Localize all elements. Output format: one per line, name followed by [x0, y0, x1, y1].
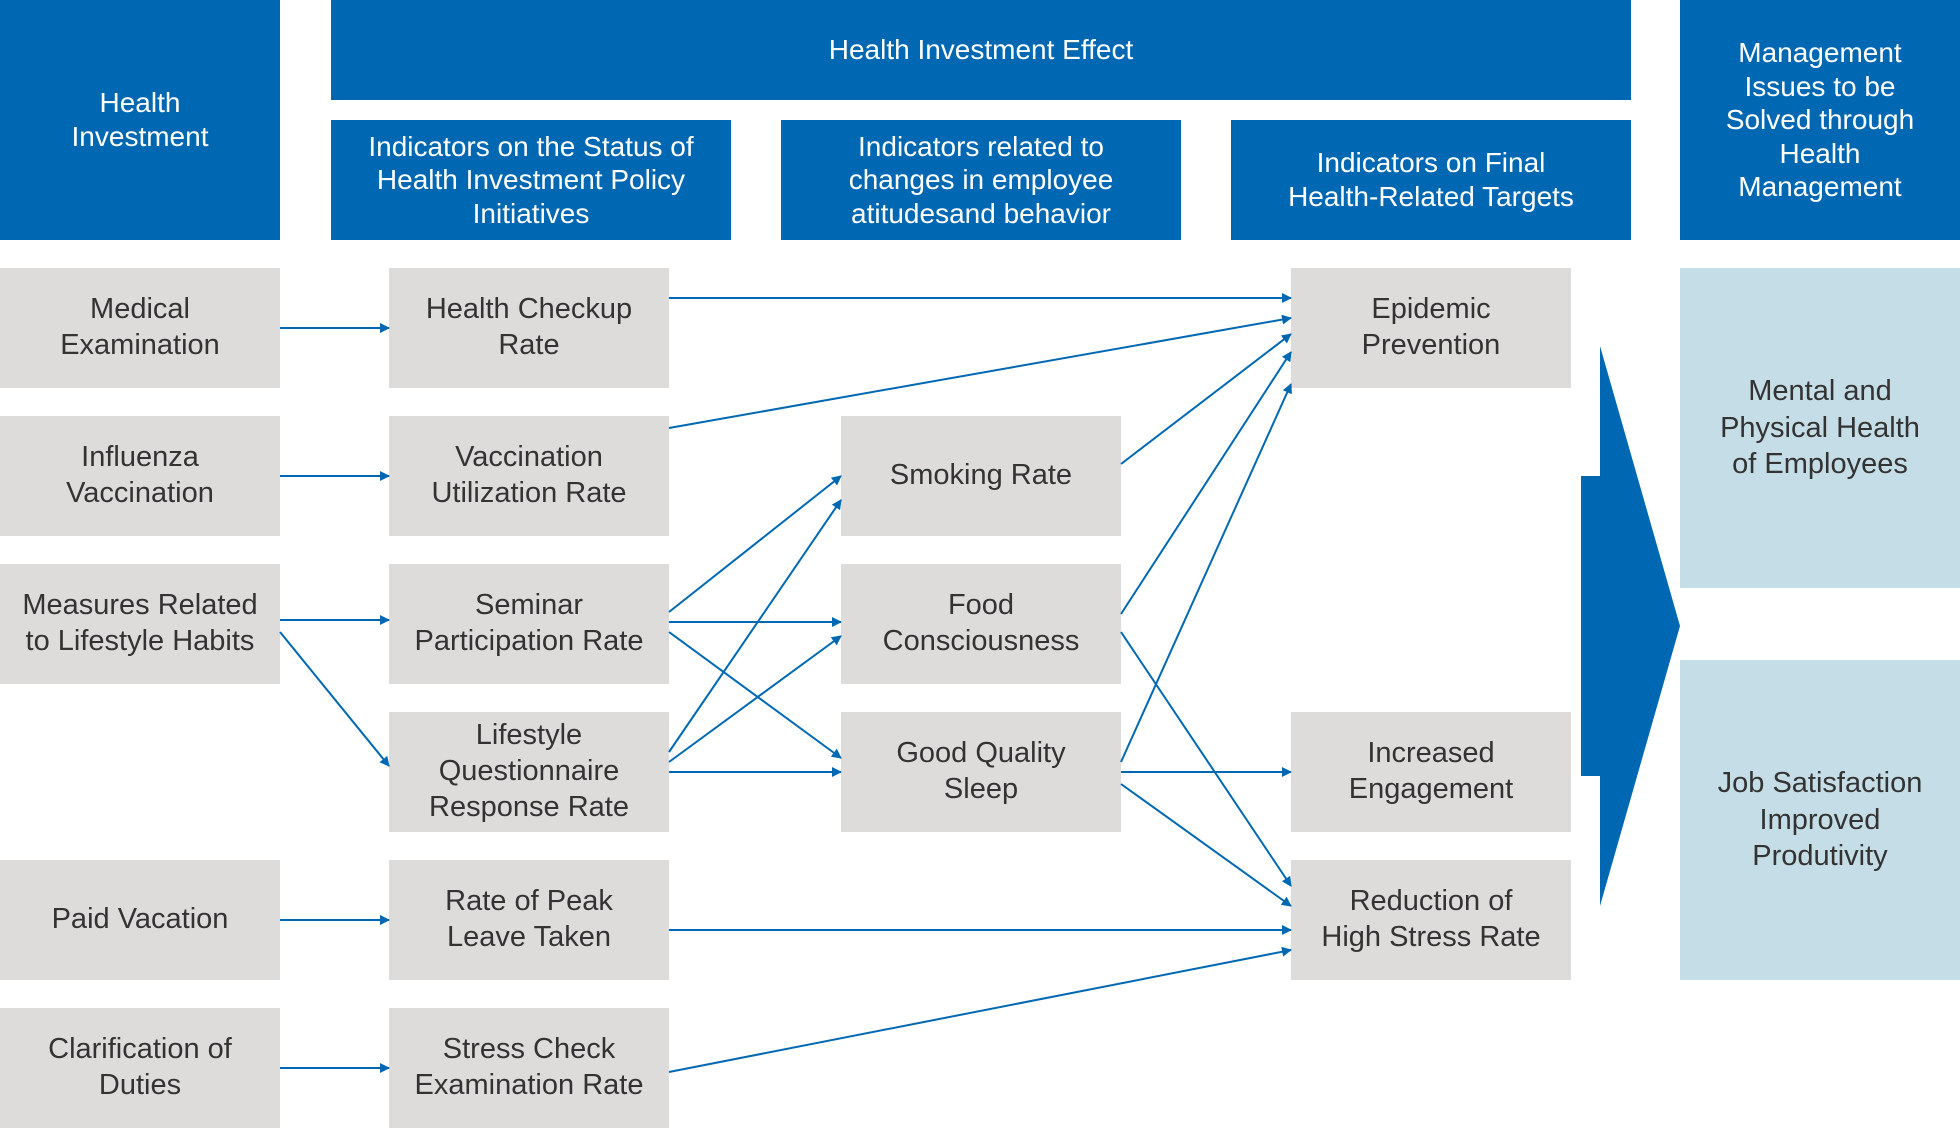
box-food-consciousness: Food Consciousness	[841, 564, 1121, 684]
arrow-questionnaire-to-smoking	[668, 499, 842, 753]
box-influenza-vaccination: Influenza Vaccination	[0, 416, 280, 536]
box-smoking-rate: Smoking Rate	[841, 416, 1121, 536]
box-good-quality-sleep: Good Quality Sleep	[841, 712, 1121, 832]
box-increased-engagement: Increased Engagement	[1291, 712, 1571, 832]
header-final-indicators: Indicators on Final Health-Related Targe…	[1231, 120, 1631, 240]
arrow-food-to-stress	[1120, 631, 1292, 887]
arrow-stresscheck-to-stress	[668, 946, 1292, 1073]
arrow-seminar-to-smoking	[668, 475, 842, 613]
arrow-lifestyle-to-questionnaire	[279, 631, 390, 767]
header-management-issues: Management Issues to be Solved through H…	[1680, 0, 1960, 240]
arrow-food-to-epidemic	[1120, 351, 1292, 615]
box-job-satisfaction-productivity: Job Satisfaction Improved Produtivity	[1680, 660, 1960, 980]
box-vaccination-utilization-rate: Vaccination Utilization Rate	[389, 416, 669, 536]
arrow-vaccination-to-epidemic	[668, 314, 1292, 429]
box-stress-check-rate: Stress Check Examination Rate	[389, 1008, 669, 1128]
box-seminar-participation-rate: Seminar Participation Rate	[389, 564, 669, 684]
box-mental-physical-health: Mental and Physical Health of Employees	[1680, 268, 1960, 588]
box-paid-vacation: Paid Vacation	[0, 860, 280, 980]
arrow-sleep-to-epidemic	[1120, 383, 1292, 763]
box-lifestyle-questionnaire-rate: Lifestyle Questionnaire Response Rate	[389, 712, 669, 832]
header-health-investment: Health Investment	[0, 0, 280, 240]
arrow-questionnaire-to-food	[668, 635, 842, 763]
header-health-investment-effect: Health Investment Effect	[331, 0, 1631, 100]
arrow-sleep-to-stress	[1120, 783, 1292, 907]
box-lifestyle-measures: Measures Related to Lifestyle Habits	[0, 564, 280, 684]
box-medical-examination: Medical Examination	[0, 268, 280, 388]
header-behavior-indicators: Indicators related to changes in employe…	[781, 120, 1181, 240]
box-health-checkup-rate: Health Checkup Rate	[389, 268, 669, 388]
arrow-seminar-to-sleep	[668, 631, 842, 759]
box-peak-leave-rate: Rate of Peak Leave Taken	[389, 860, 669, 980]
arrow-smoking-to-epidemic	[1120, 333, 1292, 465]
box-clarification-of-duties: Clarification of Duties	[0, 1008, 280, 1128]
box-high-stress-reduction: Reduction of High Stress Rate	[1291, 860, 1571, 980]
header-status-indicators: Indicators on the Status of Health Inves…	[331, 120, 731, 240]
box-epidemic-prevention: Epidemic Prevention	[1291, 268, 1571, 388]
big-block-arrow	[1581, 346, 1680, 906]
